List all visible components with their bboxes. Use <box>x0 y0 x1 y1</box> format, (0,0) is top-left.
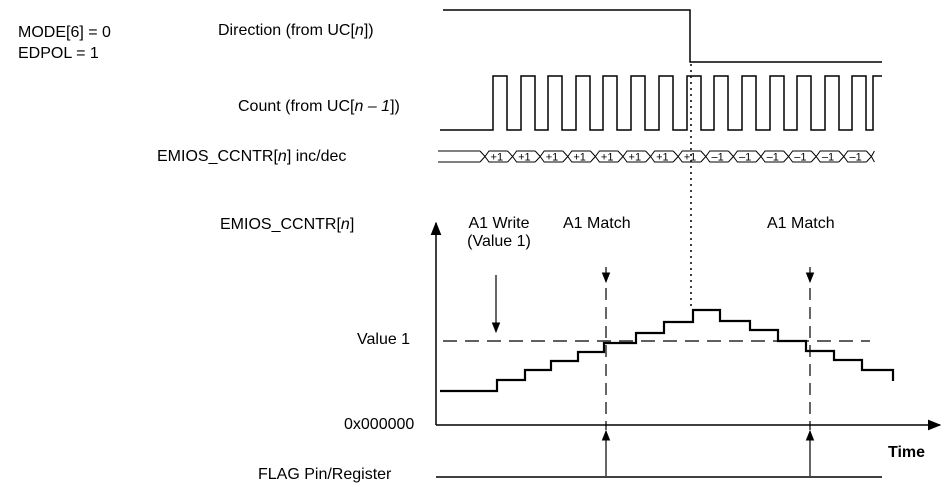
time-label: Time <box>888 444 926 461</box>
incdec-value: –1 <box>822 152 834 164</box>
direction-label-suffix: ]) <box>363 22 374 39</box>
incdec-cell <box>728 150 756 163</box>
a1-write-label: A1 Write (Value 1) <box>454 215 544 251</box>
ccntr-axis-label-suffix: ] <box>349 216 355 233</box>
incdec-cell <box>700 150 729 163</box>
ccntr-axis-label: EMIOS_CCNTR[n] <box>220 216 354 234</box>
incdec-value: –1 <box>767 152 779 164</box>
incdec-label-suffix: ] inc/dec <box>286 148 347 165</box>
incdec-cell <box>534 150 563 163</box>
value1-label: Value 1 <box>357 331 411 348</box>
flag-label: FLAG Pin/Register <box>258 466 392 483</box>
incdec-cell <box>590 150 618 163</box>
incdec-value: +1 <box>629 152 642 164</box>
incdec-value: –1 <box>794 152 806 164</box>
direction-waveform <box>443 9 882 63</box>
incdec-cell <box>617 150 646 163</box>
mode-label: MODE[6] = 0 <box>18 24 111 41</box>
count-label-var: n – 1 <box>354 98 391 115</box>
incdec-value: –1 <box>739 152 751 164</box>
incdec-cell <box>810 150 839 163</box>
count-waveform <box>440 75 882 131</box>
incdec-cell <box>479 150 508 163</box>
incdec-value: +1 <box>656 152 669 164</box>
incdec-label: EMIOS_CCNTR[n] inc/dec <box>157 148 346 166</box>
incdec-cell <box>507 150 536 163</box>
incdec-label-var: n <box>277 148 287 165</box>
incdec-value: +1 <box>546 152 559 164</box>
a1-match1-label: A1 Match <box>563 215 631 232</box>
count-label-prefix: Count (from UC[ <box>238 98 355 115</box>
incdec-value: +1 <box>573 152 586 164</box>
ccntr-axis-label-var: n <box>340 216 350 233</box>
a1-match2-label: A1 Match <box>767 215 835 232</box>
a1-write-line1: A1 Write <box>468 215 530 232</box>
incdec-cell <box>645 150 674 163</box>
edpol-label: EDPOL = 1 <box>18 45 99 62</box>
incdec-value: +1 <box>518 152 531 164</box>
incdec-label-prefix: EMIOS_CCNTR[ <box>157 148 278 165</box>
direction-label-var: n <box>354 22 364 39</box>
incdec-cell <box>755 150 784 163</box>
incdec-value: +1 <box>601 152 614 164</box>
incdec-cell <box>672 150 701 163</box>
direction-label-prefix: Direction (from UC[ <box>218 22 355 39</box>
incdec-value: +1 <box>684 152 697 164</box>
direction-label: Direction (from UC[n]) <box>218 22 374 40</box>
incdec-bus: +1 +1 +1 +1 +1 +1 +1 +1 –1 –1 –1 –1 –1 –1 <box>479 150 875 164</box>
incdec-value: –1 <box>711 152 723 164</box>
zero-label: 0x000000 <box>344 416 415 433</box>
incdec-cell <box>562 150 591 163</box>
incdec-cell <box>783 150 812 163</box>
count-label-suffix: ]) <box>390 98 400 115</box>
counter-staircase <box>440 308 895 393</box>
incdec-value: +1 <box>491 152 504 164</box>
a1-write-line2: (Value 1) <box>467 233 531 250</box>
incdec-cell <box>838 150 867 163</box>
ccntr-axis-label-prefix: EMIOS_CCNTR[ <box>220 216 341 233</box>
count-label: Count (from UC[n – 1]) <box>238 98 400 116</box>
incdec-value: –1 <box>849 152 861 164</box>
incdec-end <box>866 150 875 163</box>
